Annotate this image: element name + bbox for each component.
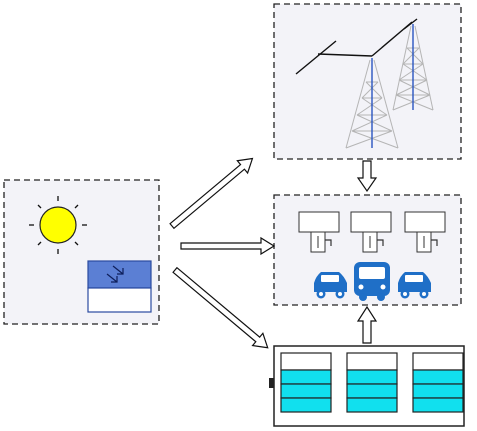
battery-pack-icon <box>280 352 332 413</box>
solar-panel-icon <box>87 260 152 313</box>
power-grid-panel <box>273 3 462 160</box>
car-icon <box>398 272 431 299</box>
battery-storage-panel <box>269 345 465 427</box>
arrow-battery-to-ev-station <box>356 305 378 344</box>
arrow-solar-to-ev-station <box>180 236 276 256</box>
transmission-tower-icon <box>345 58 399 149</box>
ev-charging-station-panel <box>273 194 462 306</box>
arrow-solar-to-grid <box>169 157 254 230</box>
battery-pack-icon <box>412 352 464 413</box>
charging-pile-icon <box>404 211 446 253</box>
transmission-tower-icon <box>392 24 434 111</box>
charging-pile-icon <box>298 211 340 253</box>
sun-icon <box>29 196 87 254</box>
battery-pack-icon <box>346 352 398 413</box>
arrow-grid-to-ev-station <box>356 160 378 193</box>
power-line-icon <box>295 18 418 75</box>
solar-source-panel <box>3 179 160 325</box>
bus-icon <box>354 262 390 301</box>
charging-pile-icon <box>350 211 392 253</box>
car-icon <box>314 272 347 299</box>
arrow-solar-to-battery <box>172 266 269 349</box>
